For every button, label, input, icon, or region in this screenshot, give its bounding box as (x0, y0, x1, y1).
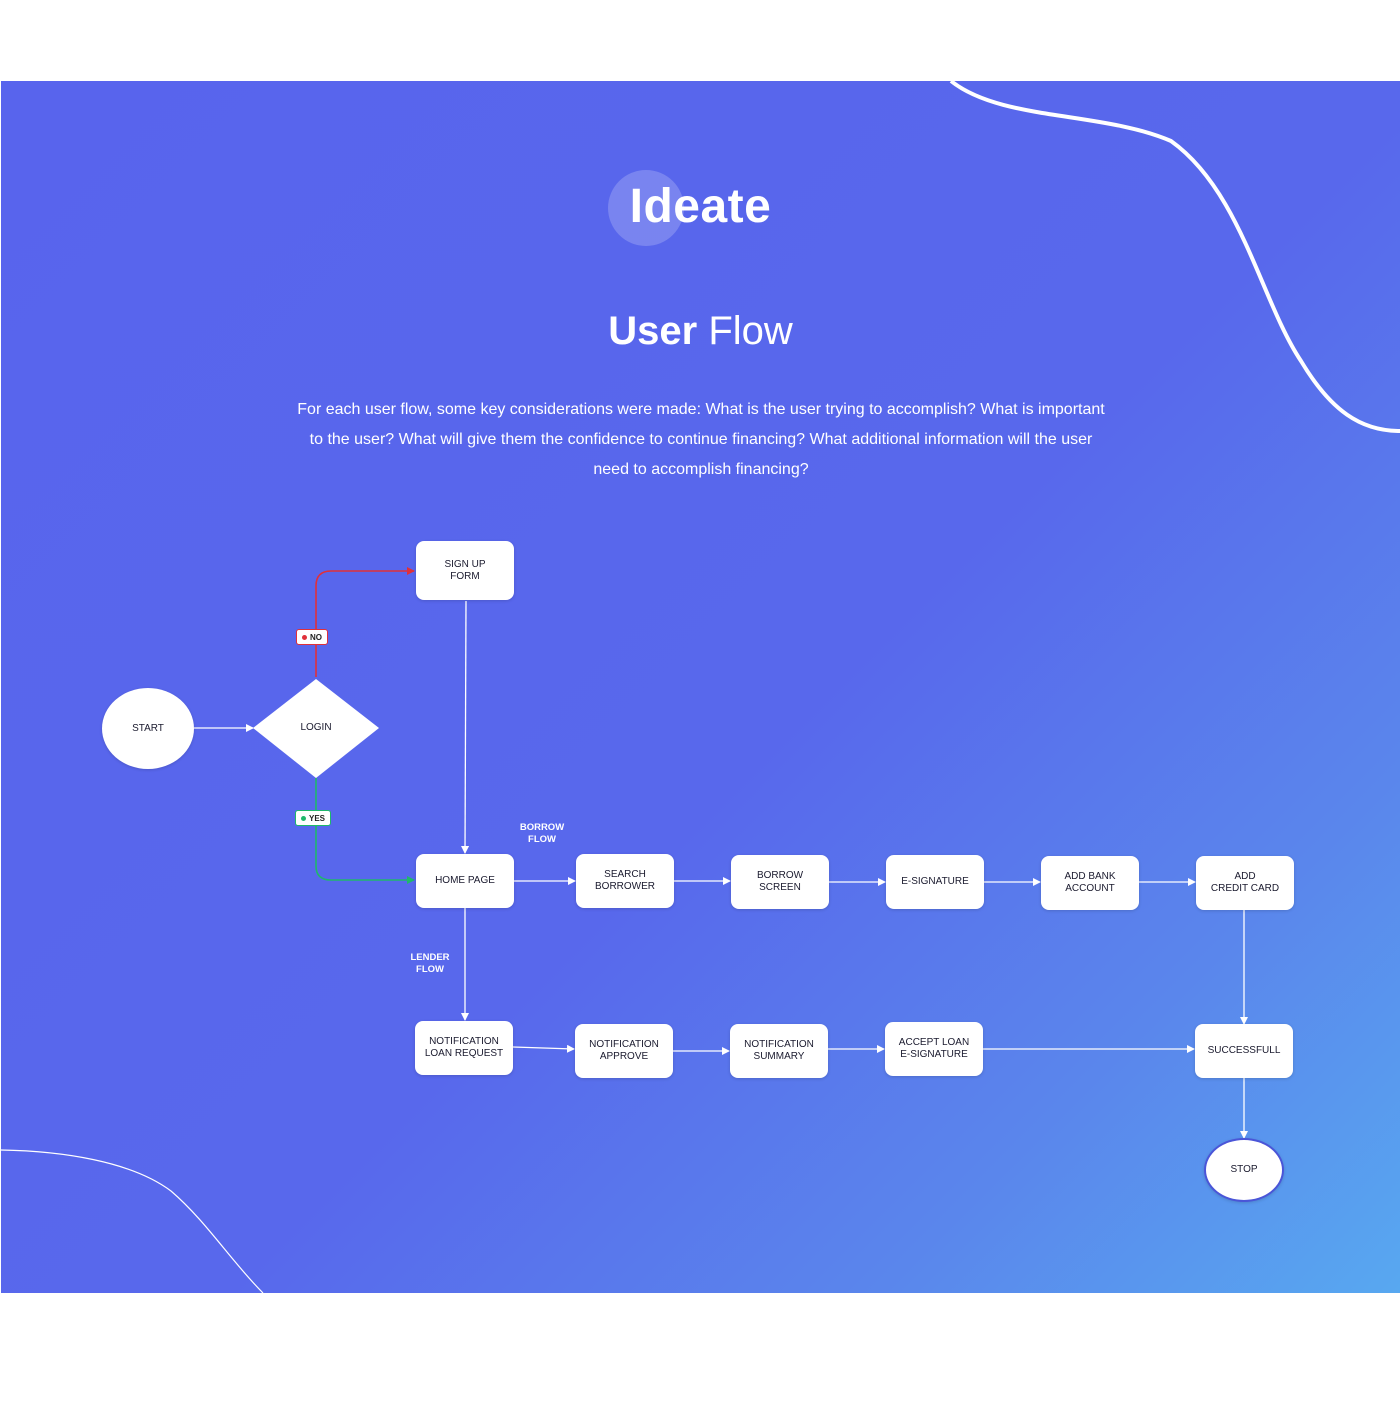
notification-approve-node: NOTIFICATION APPROVE (575, 1024, 673, 1078)
borrow-flow-label: BORROW FLOW (519, 822, 565, 845)
section-title: Ideate (629, 180, 772, 233)
flow-connectors (194, 567, 1248, 1139)
stop-node: STOP (1204, 1138, 1284, 1202)
home-page-node: HOME PAGE (416, 854, 514, 908)
ideate-accent-circle (608, 170, 684, 246)
user-flow-panel: Ideate User Flow For each user flow, som… (1, 81, 1400, 1293)
no-dot (302, 634, 307, 640)
login-decision-label: LOGIN (300, 722, 332, 733)
borrow-screen-node: BORROW SCREEN (731, 855, 829, 909)
connector-signup-home (461, 600, 470, 854)
yes-dot (301, 815, 306, 821)
search-borrower-node: SEARCH BORROWER (576, 854, 674, 908)
start-node: START (102, 688, 194, 769)
notification-loan-request-node: NOTIFICATION LOAN REQUEST (415, 1021, 513, 1075)
lender-flow-label: LENDER FLOW (410, 952, 450, 975)
description-text: For each user flow, some key considerati… (297, 401, 1105, 478)
successful-node: SUCCESSFULL (1195, 1024, 1293, 1078)
page-title-bold: User (608, 309, 698, 353)
connector-yes (315, 778, 415, 884)
page-title: User Flow (1, 309, 1400, 354)
login-decision-diamond (253, 679, 379, 778)
decorative-curve-bottom-left (1, 1149, 264, 1293)
no-tag: NO (296, 629, 328, 645)
yes-tag-label: YES (309, 813, 326, 823)
decorative-curves (1, 81, 1400, 1293)
notification-summary-node: NOTIFICATION SUMMARY (730, 1024, 828, 1078)
page-title-light: Flow (708, 309, 793, 353)
add-bank-account-node: ADD BANK ACCOUNT (1041, 856, 1139, 910)
accept-loan-e-signature-node: ACCEPT LOAN E-SIGNATURE (885, 1022, 983, 1076)
no-tag-label: NO (310, 632, 322, 642)
sign-up-form-node: SIGN UP FORM (416, 541, 514, 600)
add-credit-card-node: ADD CREDIT CARD (1196, 856, 1294, 910)
connector-no (315, 567, 415, 677)
e-signature-node: E-SIGNATURE (886, 855, 984, 909)
connector-notif-approve (512, 1044, 575, 1053)
decorative-curve-top-right (949, 81, 1400, 433)
yes-tag: YES (295, 810, 332, 826)
